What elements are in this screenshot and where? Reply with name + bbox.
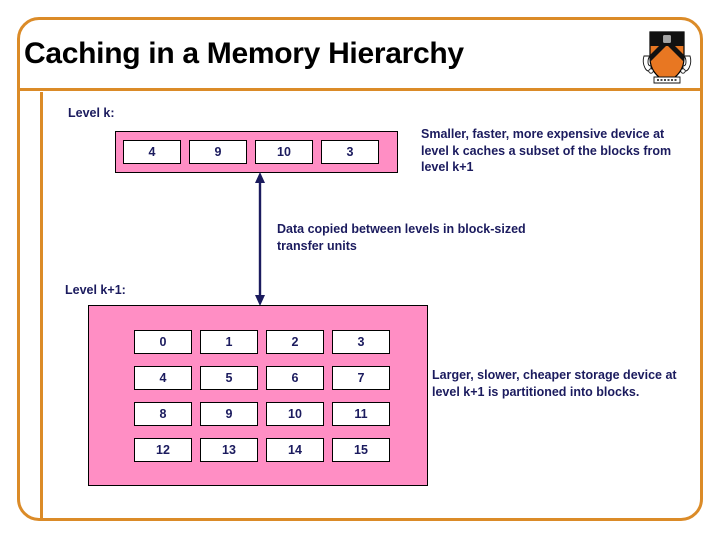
level-k-block: 3 (321, 140, 379, 164)
memory-block: 14 (266, 438, 324, 462)
transfer-callout-text: Data copied between levels in block-size… (277, 222, 526, 253)
memory-block: 11 (332, 402, 390, 426)
level-k-plus-1-label: Level k+1: (65, 283, 126, 297)
memory-block: 7 (332, 366, 390, 390)
page-title: Caching in a Memory Hierarchy (24, 37, 464, 70)
level-k-cache-bar: 4 9 10 3 (115, 131, 398, 173)
memory-block: 12 (134, 438, 192, 462)
memory-block: 0 (134, 330, 192, 354)
memory-block: 10 (266, 402, 324, 426)
memory-block: 13 (200, 438, 258, 462)
level-k-callout-text: Smaller, faster, more expensive device a… (421, 127, 672, 174)
princeton-shield-crest-icon (638, 22, 696, 88)
double-headed-vertical-arrow-icon (252, 172, 268, 306)
memory-block: 1 (200, 330, 258, 354)
level-k-block: 10 (255, 140, 313, 164)
memory-block: 2 (266, 330, 324, 354)
memory-block: 4 (134, 366, 192, 390)
level-k-label: Level k: (68, 106, 115, 120)
level-k-block: 9 (189, 140, 247, 164)
level-k-plus-1-block-grid: 0 1 2 3 4 5 6 7 8 9 10 11 12 13 14 15 (134, 330, 398, 462)
memory-block: 3 (332, 330, 390, 354)
memory-block: 5 (200, 366, 258, 390)
memory-block: 8 (134, 402, 192, 426)
memory-block: 15 (332, 438, 390, 462)
memory-block: 6 (266, 366, 324, 390)
level-k-plus-1-callout-text: Larger, slower, cheaper storage device a… (432, 368, 677, 399)
title-divider-rule (17, 88, 703, 91)
memory-block: 9 (200, 402, 258, 426)
level-k-block: 4 (123, 140, 181, 164)
level-k-plus-1-memory-block: 0 1 2 3 4 5 6 7 8 9 10 11 12 13 14 15 (88, 305, 428, 486)
